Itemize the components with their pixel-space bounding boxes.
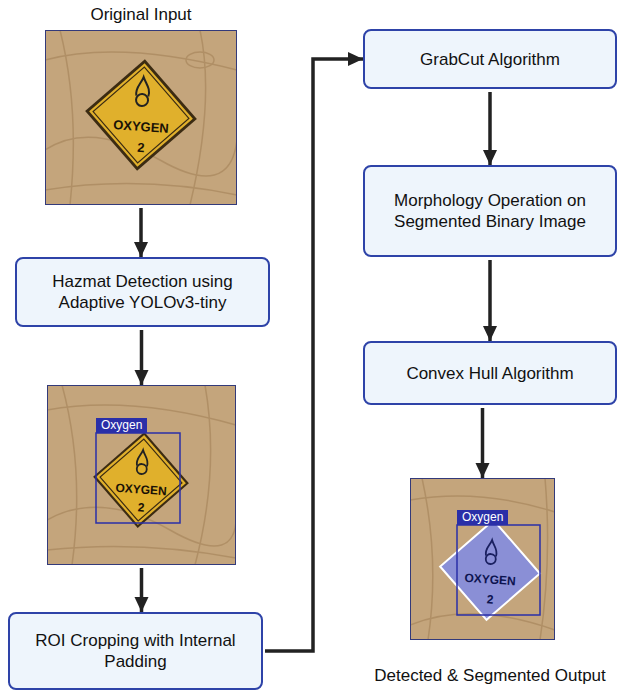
flow-arrow <box>140 330 144 385</box>
step-label: GrabCut Algorithm <box>420 49 560 70</box>
class-tag: Oxygen <box>96 418 147 433</box>
flow-arrow <box>139 208 143 257</box>
detection-photo <box>47 385 236 565</box>
input-photo <box>45 30 237 205</box>
flow-arrow <box>488 260 492 341</box>
flow-arrow <box>140 568 144 612</box>
detection-box <box>96 433 180 523</box>
step-label: ROI Cropping with Internal Padding <box>26 630 245 672</box>
detection-image: OxygenOXYGEN2 <box>47 385 236 565</box>
sign-text: OXYGEN <box>464 571 516 590</box>
step-label: Hazmat Detection using Adaptive YOLOv3-t… <box>33 271 252 313</box>
process-box: Hazmat Detection using Adaptive YOLOv3-t… <box>15 257 270 327</box>
image-caption: Detected & Segmented Output <box>374 666 606 686</box>
process-box: GrabCut Algorithm <box>363 29 617 89</box>
sign-number: 2 <box>486 592 494 607</box>
wood-ground <box>45 30 237 205</box>
output-image: OxygenOXYGEN2Detected & Segmented Output <box>410 478 555 640</box>
hazmat-sign <box>90 429 192 531</box>
segmented-sign <box>437 517 544 624</box>
output-photo <box>410 478 555 640</box>
wood-grain <box>45 30 237 205</box>
image-heading: Original Input <box>90 5 191 25</box>
sign-number: 2 <box>137 500 145 515</box>
sign-number: 2 <box>137 140 145 156</box>
photo-frame <box>48 386 236 565</box>
flow-arrow <box>265 59 363 651</box>
wood-ground <box>47 385 236 565</box>
process-box: Convex Hull Algorithm <box>363 341 617 405</box>
step-label: Convex Hull Algorithm <box>406 363 573 384</box>
sign-text: OXYGEN <box>115 481 167 500</box>
photo-frame <box>46 31 237 205</box>
hazmat-sign <box>81 55 201 175</box>
input-image: Original InputOXYGEN2 <box>45 30 237 205</box>
process-box: ROI Cropping with Internal Padding <box>8 612 263 690</box>
flow-arrow <box>488 92 492 165</box>
flow-arrow <box>481 408 485 478</box>
detection-box <box>457 525 540 615</box>
photo-frame <box>411 479 555 640</box>
sign-text: OXYGEN <box>113 117 170 137</box>
wood-grain <box>47 385 236 565</box>
process-box: Morphology Operation on Segmented Binary… <box>363 165 617 257</box>
wood-ground <box>410 478 555 640</box>
wood-grain <box>410 478 555 640</box>
class-tag: Oxygen <box>457 510 508 525</box>
step-label: Morphology Operation on Segmented Binary… <box>381 190 599 232</box>
